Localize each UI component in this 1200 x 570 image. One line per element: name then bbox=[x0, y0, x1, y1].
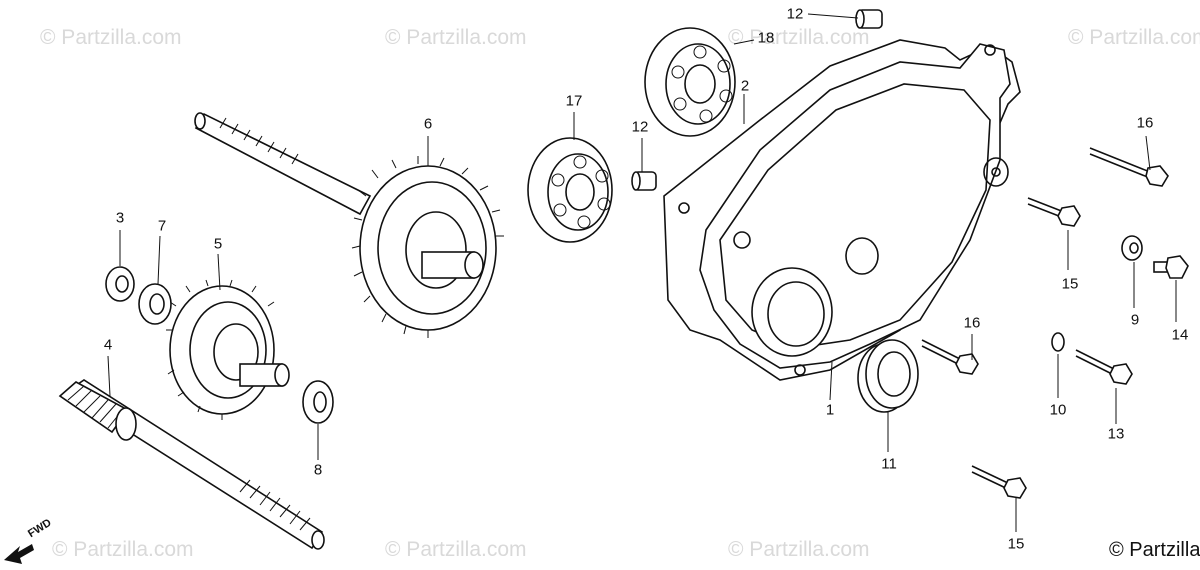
callout-7: 7 bbox=[157, 217, 167, 235]
callout-9: 9 bbox=[1130, 311, 1140, 329]
part-6-final-shaft bbox=[194, 112, 504, 338]
callout-11: 11 bbox=[881, 455, 897, 473]
callout-8: 8 bbox=[313, 461, 323, 479]
callout-6: 6 bbox=[423, 115, 433, 133]
copyright-notice: © Partzilla. bbox=[1109, 539, 1200, 561]
part-16-bolt bbox=[921, 339, 979, 375]
part-17-bearing bbox=[527, 137, 613, 243]
callout-10: 10 bbox=[1049, 401, 1067, 419]
part-8-washer bbox=[302, 380, 334, 424]
part-7-washer bbox=[138, 283, 172, 325]
part-3-washer bbox=[105, 266, 135, 302]
fwd-arrow-icon bbox=[4, 544, 34, 564]
watermark: © Partzilla.com bbox=[52, 538, 194, 561]
watermark: © Partzilla.com bbox=[385, 538, 527, 561]
part-18-bearing bbox=[644, 27, 736, 137]
part-9-washer bbox=[1121, 235, 1143, 261]
callout-14: 14 bbox=[1171, 326, 1189, 344]
callout-12: 12 bbox=[631, 118, 649, 136]
leader-lines bbox=[107, 13, 1177, 532]
part-5-gear bbox=[166, 279, 290, 420]
part-1-transmission-cover bbox=[678, 43, 1011, 376]
part-13-bolt bbox=[1075, 349, 1133, 385]
callout-4: 4 bbox=[103, 336, 113, 354]
callout-2: 2 bbox=[740, 77, 750, 95]
callout-18: 18 bbox=[757, 29, 775, 47]
callout-15: 15 bbox=[1007, 535, 1025, 553]
callout-12: 12 bbox=[786, 5, 804, 23]
callout-17: 17 bbox=[565, 92, 583, 110]
callout-16: 16 bbox=[1136, 114, 1154, 132]
callout-3: 3 bbox=[115, 209, 125, 227]
part-12-dowel-pin bbox=[631, 171, 657, 191]
watermark: © Partzilla.com bbox=[1068, 26, 1200, 49]
fwd-indicator: FWD bbox=[2, 517, 72, 564]
part-14-bolt bbox=[1153, 255, 1189, 279]
callout-1: 1 bbox=[825, 401, 835, 419]
watermark: © Partzilla.com bbox=[40, 26, 182, 49]
part-16-bolt bbox=[1089, 147, 1169, 187]
part-4-drive-shaft bbox=[58, 379, 325, 550]
part-15-bolt bbox=[971, 465, 1027, 499]
watermark: © Partzilla.com bbox=[728, 538, 870, 561]
part-2-gasket bbox=[663, 39, 1021, 381]
watermark: © Partzilla.com bbox=[385, 26, 527, 49]
callout-16: 16 bbox=[963, 314, 981, 332]
callout-15: 15 bbox=[1061, 275, 1079, 293]
callout-13: 13 bbox=[1107, 425, 1125, 443]
watermark: © Partzilla.com bbox=[728, 26, 870, 49]
part-11-oil-seal bbox=[857, 339, 919, 413]
part-12-dowel-pin bbox=[855, 9, 883, 29]
part-15-bolt bbox=[1027, 197, 1081, 227]
part-10-washer bbox=[1051, 332, 1065, 352]
callout-5: 5 bbox=[213, 235, 223, 253]
